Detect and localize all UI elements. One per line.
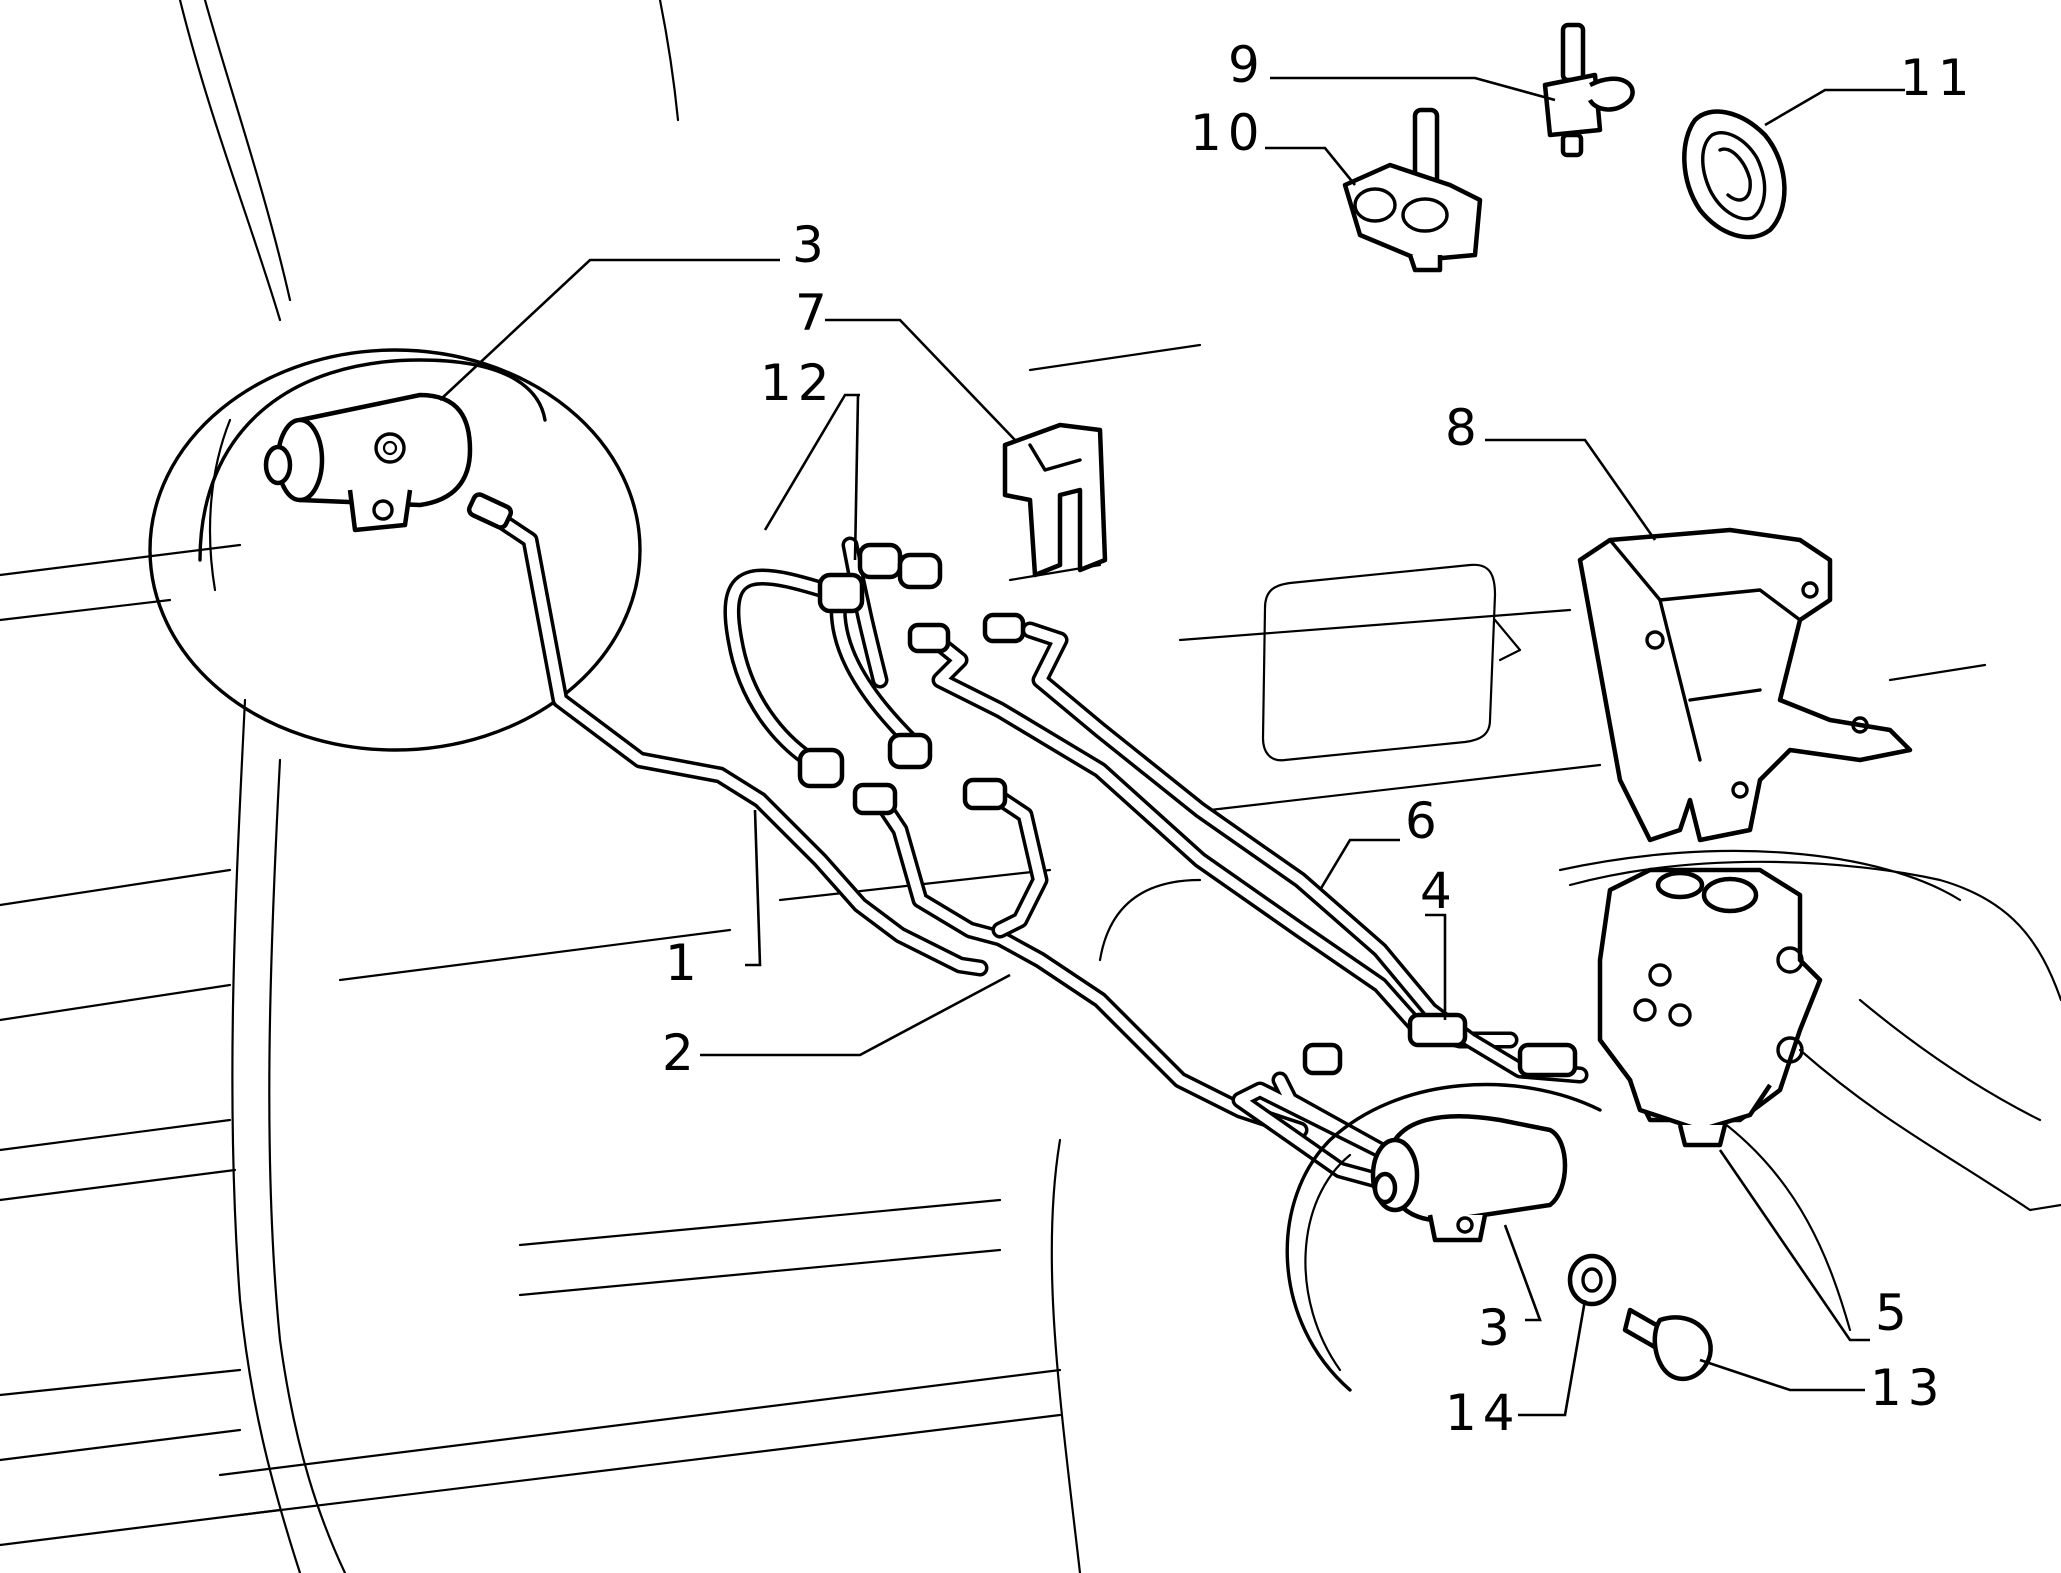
right-brake-drum [1285, 1082, 1602, 1392]
callout-labels: 1 2 3 3 4 5 6 7 8 9 10 11 12 13 14 [662, 36, 1976, 1442]
rigid-brake-pipes [491, 511, 1589, 1194]
bolt-13 [1622, 1307, 1713, 1382]
pipe-clip-7 [1002, 422, 1108, 578]
callout-8: 8 [1445, 399, 1483, 457]
callout-14: 14 [1445, 1384, 1521, 1442]
callout-4: 4 [1420, 862, 1458, 920]
left-wheel-cylinder [263, 392, 473, 533]
valve-connector-9 [1542, 22, 1635, 158]
leader-lines [439, 76, 1905, 1417]
washer-14 [1567, 1253, 1617, 1307]
callout-3-bottom: 3 [1478, 1299, 1516, 1357]
callout-9: 9 [1228, 36, 1266, 94]
callout-3-top: 3 [792, 216, 830, 274]
callout-13: 13 [1870, 1359, 1946, 1417]
callout-10: 10 [1190, 104, 1266, 162]
callout-1: 1 [665, 934, 703, 992]
callout-5: 5 [1875, 1284, 1913, 1342]
pipe-fittings [466, 492, 1578, 1078]
callout-2: 2 [662, 1024, 700, 1082]
mounting-bracket-8 [1577, 527, 1913, 843]
double-clip-10 [1342, 107, 1483, 273]
rubber-grommet-11 [1682, 109, 1787, 240]
callout-12: 12 [760, 354, 836, 412]
callout-7: 7 [795, 284, 833, 342]
brake-pressure-regulator-5 [1597, 867, 1823, 1148]
callout-11: 11 [1900, 49, 1976, 107]
callout-6: 6 [1405, 792, 1443, 850]
left-brake-drum [148, 348, 642, 752]
right-wheel-cylinder [1370, 1114, 1568, 1243]
